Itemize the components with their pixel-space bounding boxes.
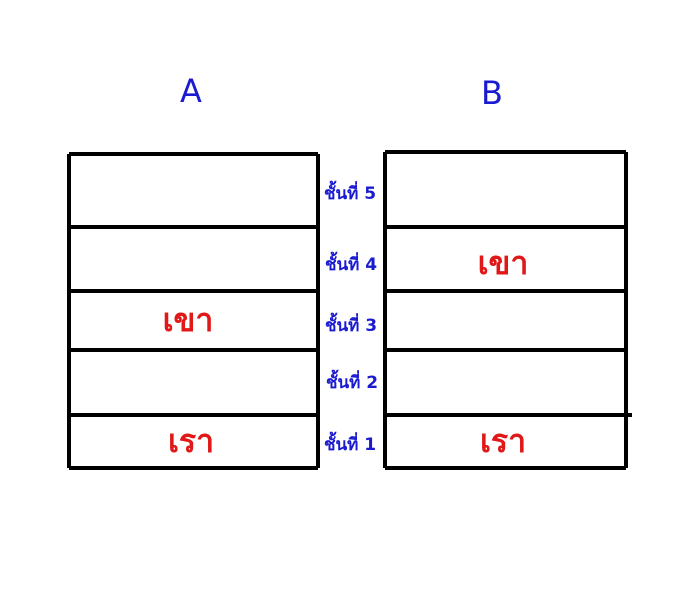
building-a-floor-3-occupant: เขา: [163, 301, 214, 339]
floor-label-4: ชั้นที่ 4: [325, 251, 377, 275]
floor-label-2: ชั้นที่ 2: [326, 369, 378, 393]
building-a: [67, 152, 320, 470]
building-a-floor-1-occupant: เรา: [168, 422, 214, 460]
building-a-title: A: [180, 72, 202, 110]
floor-label-1: ชั้นที่ 1: [324, 431, 376, 455]
floor-label-3: ชั้นที่ 3: [325, 312, 377, 336]
building-b-title: B: [481, 74, 503, 112]
floor-label-5: ชั้นที่ 5: [324, 180, 376, 204]
building-b-floor-1-occupant: เรา: [480, 422, 526, 460]
building-b-floor-4-occupant: เขา: [478, 244, 529, 282]
building-b: [383, 150, 632, 470]
